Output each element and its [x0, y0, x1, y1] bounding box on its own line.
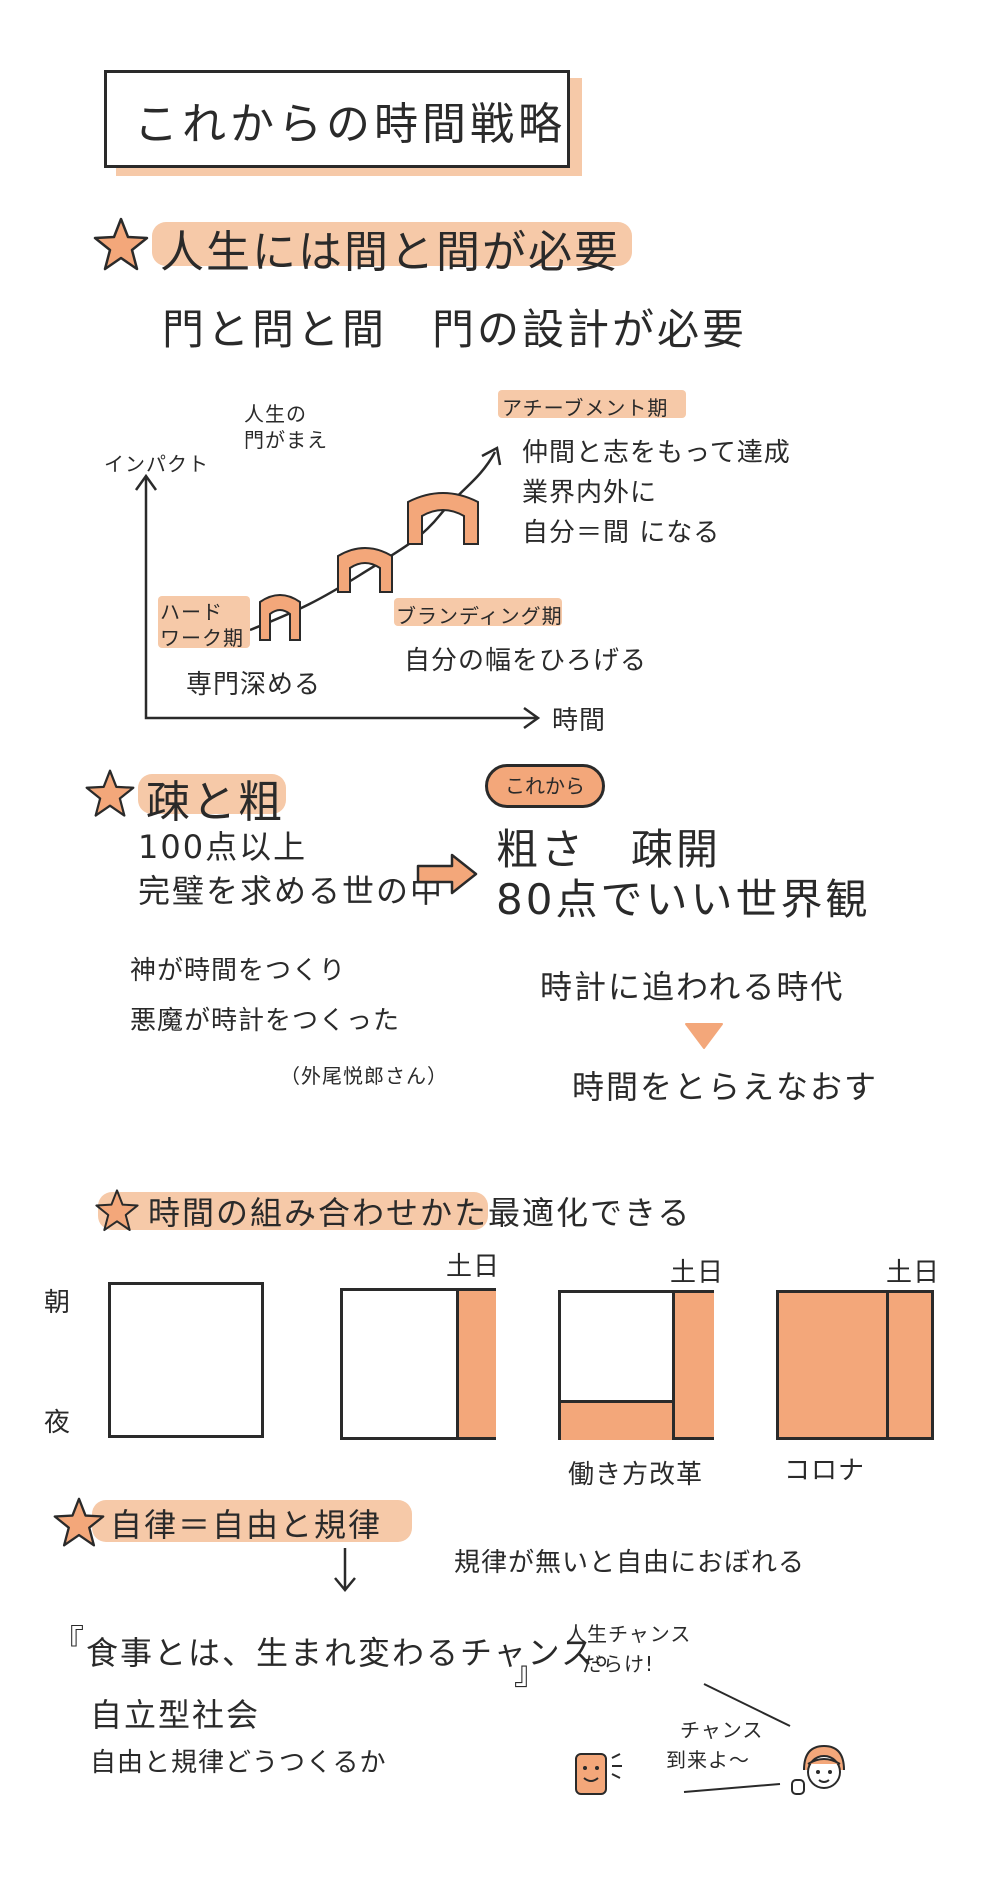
gate-icon-large	[407, 492, 479, 545]
growth-curve	[249, 446, 502, 632]
weekend-fill	[672, 1293, 714, 1437]
stage-tag-highlight	[158, 596, 250, 648]
heading-highlight	[152, 222, 632, 266]
note2-line1: チャンス	[680, 1718, 764, 1742]
shift-to: 時間をとらえなおす	[572, 1068, 879, 1106]
gate-icon-medium	[337, 547, 393, 593]
label-night: 夜	[44, 1408, 72, 1438]
section3-heading: 時間の組み合わせかた最適化できる	[148, 1194, 692, 1232]
gate-note-line2: 門がまえ	[244, 428, 328, 452]
chart-axes	[134, 473, 541, 730]
schedule-box-4	[776, 1290, 934, 1440]
note1-line1: 人生チャンス	[566, 1622, 692, 1646]
weekend-fill	[456, 1291, 496, 1437]
left-line1: 100点以上	[138, 828, 308, 866]
achievement-label: アチーブメント期	[502, 396, 669, 420]
page-title: これからの時間戦略	[134, 99, 566, 150]
society-sub: 自由と規律どうつくるか	[90, 1748, 387, 1778]
achievement-desc-line3: 自分＝間 になる	[522, 518, 721, 548]
speech-line	[703, 1683, 791, 1727]
section4-right-note: 規律が無いと自由におぼれる	[454, 1548, 806, 1578]
achievement-desc-line2: 業界内外に	[522, 478, 658, 508]
star-icon	[53, 1497, 105, 1547]
quote-author: （外尾悦郎さん）	[280, 1064, 448, 1088]
gate-note-line1: 人生の	[244, 402, 307, 426]
label-weekend: 土日	[446, 1252, 501, 1282]
branding-desc: 自分の幅をひろげる	[404, 646, 648, 676]
stage-tag-highlight	[498, 390, 686, 418]
hardwork-desc: 専門深める	[186, 670, 322, 700]
achievement-desc-line1: 仲間と志をもって達成	[522, 438, 791, 468]
section1-heading: 人生には間と間が必要	[160, 227, 620, 278]
left-line2: 完璧を求める世の中	[138, 872, 445, 910]
right-line1: 粗さ 疎開	[496, 825, 722, 874]
woman-doodle-icon	[791, 1744, 845, 1795]
stage-tag-highlight	[394, 598, 562, 626]
face-doodle-icon	[575, 1753, 622, 1795]
title-box	[104, 70, 570, 168]
heading-highlight	[98, 1192, 488, 1230]
note2-line2: 到来よ〜	[666, 1748, 750, 1772]
heading-highlight	[138, 774, 286, 814]
label-weekend: 土日	[670, 1258, 725, 1288]
x-axis-label: 時間	[552, 706, 607, 736]
section1-subheading: 門と問と間 門の設計が必要	[162, 305, 748, 354]
society: 自立型社会	[90, 1696, 261, 1734]
branding-label: ブランディング期	[396, 604, 563, 628]
note1-line2: だらけ!	[582, 1652, 655, 1676]
label-morning: 朝	[44, 1288, 72, 1318]
quote-line2: 悪魔が時計をつくった	[130, 1006, 401, 1036]
quote-line1: 神が時間をつくり	[130, 956, 347, 986]
label-weekend: 土日	[886, 1258, 941, 1288]
speech-line	[683, 1783, 781, 1793]
quote-open-mark: 『	[52, 1622, 87, 1660]
evening-fill	[561, 1400, 672, 1440]
weekend-divider	[886, 1293, 889, 1437]
star-icon	[85, 769, 135, 817]
section4-heading: 自律＝自由と規律	[110, 1506, 383, 1544]
hardwork-label-line2: ワーク期	[160, 626, 244, 650]
shift-from: 時計に追われる時代	[540, 968, 845, 1006]
caption-reform: 働き方改革	[568, 1460, 704, 1490]
triangle-down-icon	[685, 1023, 723, 1049]
right-line2: 80点でいい世界観	[496, 875, 871, 924]
arrow-down-icon	[334, 1548, 356, 1592]
heading-highlight	[92, 1500, 412, 1542]
caption-corona: コロナ	[784, 1456, 866, 1486]
star-icon	[95, 1189, 139, 1232]
quote-close-mark: 』	[514, 1654, 549, 1692]
section2-heading: 疎と粗	[146, 777, 284, 828]
schedule-box-1	[108, 1282, 264, 1438]
star-icon	[93, 217, 149, 271]
arrow-right-icon	[416, 853, 478, 895]
hardwork-label-line1: ハード	[160, 600, 223, 624]
section4-quote: 食事とは、生まれ変わるチャンス。	[86, 1634, 630, 1672]
y-axis-label: インパクト	[104, 452, 209, 476]
pill-badge: これから	[485, 764, 605, 808]
gate-icon-small	[259, 594, 301, 641]
